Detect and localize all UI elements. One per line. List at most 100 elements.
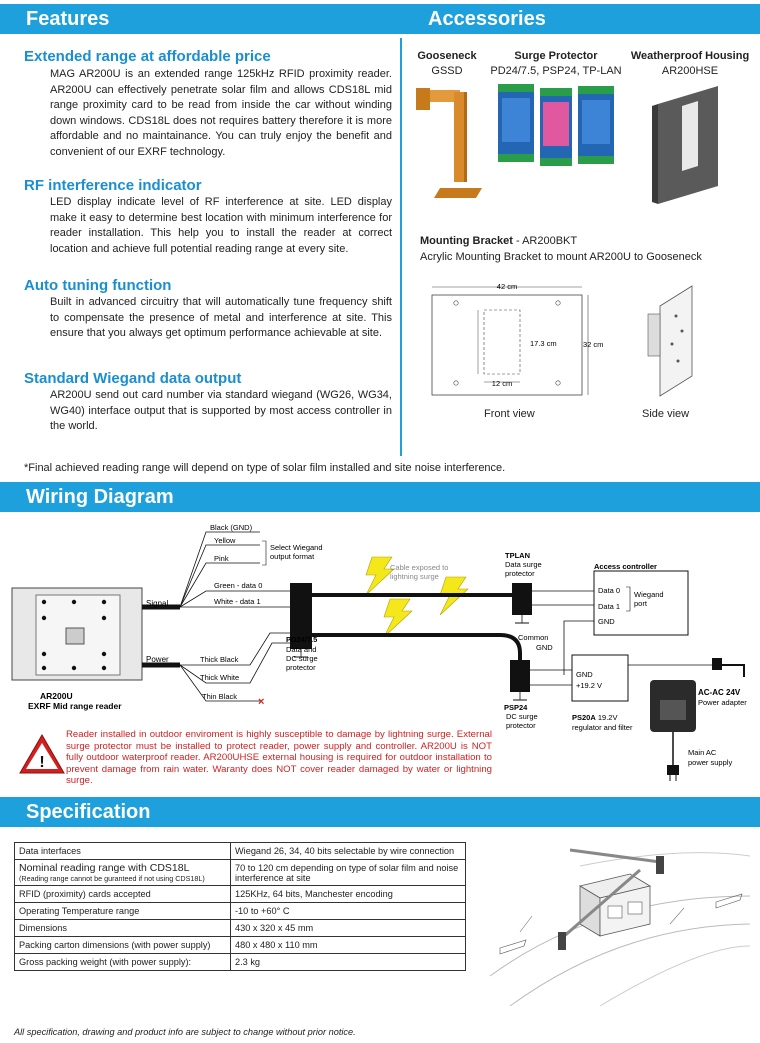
feature-body-extended-range: MAG AR200U is an extended range 125kHz R… xyxy=(50,68,392,158)
spec-value: 125KHz, 64 bits, Manchester encoding xyxy=(230,885,466,903)
wire-white: White - data 1 xyxy=(214,597,261,606)
feature-title-extended-range: Extended range at affordable price xyxy=(24,48,271,65)
ps20a-label: PS20A 19.2V xyxy=(572,713,617,722)
spec-label-cell: Nominal reading range with CDS18L(Readin… xyxy=(14,859,231,886)
pd-line2: DC surge xyxy=(286,654,318,663)
feature-body-auto-tuning: Built in advanced circuitry that will au… xyxy=(50,296,392,339)
accessories-heading: Accessories xyxy=(428,8,546,30)
acac-sub: Power adapter xyxy=(698,698,747,707)
reader-name: AR200U xyxy=(40,691,73,701)
feature-title-auto-tuning: Auto tuning function xyxy=(24,277,172,294)
spec-label: Gross packing weight (with power supply)… xyxy=(14,953,231,971)
gooseneck-code: GSSD xyxy=(431,65,463,77)
surge-protector-codes: PD24/7.5, PSP24, TP-LAN xyxy=(490,65,622,77)
side-view-label: Side view xyxy=(642,408,690,420)
table-row: Gross packing weight (with power supply)… xyxy=(14,953,466,971)
ps20a-name: PS20A xyxy=(572,713,596,722)
table-row: Packing carton dimensions (with power su… xyxy=(14,936,466,954)
controller-data0: Data 0 xyxy=(598,586,620,595)
common-gnd-2: GND xyxy=(536,643,553,652)
pd-line3: protector xyxy=(286,663,316,672)
table-row: Nominal reading range with CDS18L(Readin… xyxy=(14,859,466,886)
ps-voltage: +19.2 V xyxy=(576,681,602,690)
spec-label: Nominal reading range with CDS18L xyxy=(19,862,190,874)
feature-title-rf-indicator: RF interference indicator xyxy=(24,177,202,194)
controller-gnd: GND xyxy=(598,617,615,626)
reader-desc: EXRF Mid range reader xyxy=(28,701,122,711)
spec-value: -10 to +60° C xyxy=(230,902,466,920)
access-controller-label: Access controller xyxy=(594,562,657,571)
specification-header: Specification xyxy=(0,797,760,827)
disclaimer-footer: All specification, drawing and product i… xyxy=(14,1027,356,1037)
ps20a-desc: regulator and filter xyxy=(572,723,633,732)
spec-label: Data interfaces xyxy=(14,842,231,860)
feature-body-rf-indicator: LED display indicate level of RF interfe… xyxy=(50,196,392,255)
wire-thick-black: Thick Black xyxy=(200,655,239,664)
wiegand-port-2: port xyxy=(634,599,648,608)
signal-label: Signal xyxy=(146,599,168,608)
spec-value: 2.3 kg xyxy=(230,953,466,971)
pd-line1: Data and xyxy=(286,645,316,654)
select-wiegand-2: output format xyxy=(270,552,315,561)
lightning-warning: Reader installed in outdoor enviroment i… xyxy=(66,729,492,787)
cable-exposed-2: lightning surge xyxy=(390,572,439,581)
spec-label: Packing carton dimensions (with power su… xyxy=(14,936,231,954)
final-range-note: *Final achieved reading range will depen… xyxy=(24,462,506,474)
wiring-heading: Wiring Diagram xyxy=(26,486,174,508)
spec-value: 430 x 320 x 45 mm xyxy=(230,919,466,937)
wire-black-gnd: Black (GND) xyxy=(210,523,253,532)
cut-mark-icon: × xyxy=(258,696,264,708)
cable-exposed-1: Cable exposed to xyxy=(390,563,448,572)
guardhouse-illustration xyxy=(489,848,751,1007)
wire-thick-white: Thick White xyxy=(200,673,239,682)
svg-text:!: ! xyxy=(39,754,44,771)
ps20a-voltage: 19.2V xyxy=(596,713,618,722)
tplan-line2: protector xyxy=(505,569,535,578)
spec-value: 70 to 120 cm depending on type of solar … xyxy=(230,859,466,886)
front-view-label: Front view xyxy=(484,408,535,420)
select-wiegand-1: Select Wiegand xyxy=(270,543,323,552)
feature-body-wiegand: AR200U send out card number via standard… xyxy=(50,389,392,432)
acac-label: AC-AC 24V xyxy=(698,688,741,697)
features-heading: Features xyxy=(26,8,110,30)
spec-label: Dimensions xyxy=(14,919,231,937)
tplan-line1: Data surge xyxy=(505,560,542,569)
section-divider xyxy=(400,38,402,456)
controller-data1: Data 1 xyxy=(598,602,620,611)
main-ac-2: power supply xyxy=(688,758,732,767)
gooseneck-title: Gooseneck xyxy=(417,50,477,62)
gooseneck-image xyxy=(416,88,482,198)
spec-note: (Reading range cannot be guranteed if no… xyxy=(19,874,205,883)
spec-label: Operating Temperature range xyxy=(14,902,231,920)
table-row: Operating Temperature range-10 to +60° C xyxy=(14,902,466,920)
bracket-code: - AR200BKT xyxy=(512,235,578,247)
wire-green: Green - data 0 xyxy=(214,581,262,590)
bracket-drawing: 42 cm 32 cm 17.3 cm 12 cm xyxy=(431,282,693,397)
psp-name: PSP24 xyxy=(504,703,528,712)
bracket-inner-height-label: 17.3 cm xyxy=(530,339,557,348)
spec-label: RFID (proximity) cards accepted xyxy=(14,885,231,903)
specification-heading: Specification xyxy=(26,801,151,823)
housing-title: Weatherproof Housing xyxy=(630,50,750,62)
ps-gnd: GND xyxy=(576,670,593,679)
bracket-height-label: 32 cm xyxy=(583,340,603,349)
bracket-title: Mounting Bracket xyxy=(420,235,513,247)
wiegand-port-1: Wiegand xyxy=(634,590,664,599)
spec-value: Wiegand 26, 34, 40 bits selectable by wi… xyxy=(230,842,466,860)
wire-thin-black: Thin Black xyxy=(202,692,237,701)
tplan-name: TPLAN xyxy=(505,551,530,560)
wiring-header: Wiring Diagram xyxy=(0,482,760,512)
wire-yellow: Yellow xyxy=(214,536,236,545)
psp-line1: DC surge xyxy=(506,712,538,721)
features-accessories-header: Features Accessories xyxy=(0,4,760,34)
bracket-description: Acrylic Mounting Bracket to mount AR200U… xyxy=(420,251,702,263)
bracket-width-label: 42 cm xyxy=(497,282,517,291)
common-gnd-1: Common xyxy=(518,633,548,642)
surge-protector-title: Surge Protector xyxy=(514,50,598,62)
bracket-inner-width-label: 12 cm xyxy=(492,379,512,388)
weatherproof-housing-image xyxy=(652,86,718,204)
spec-value: 480 x 480 x 110 mm xyxy=(230,936,466,954)
